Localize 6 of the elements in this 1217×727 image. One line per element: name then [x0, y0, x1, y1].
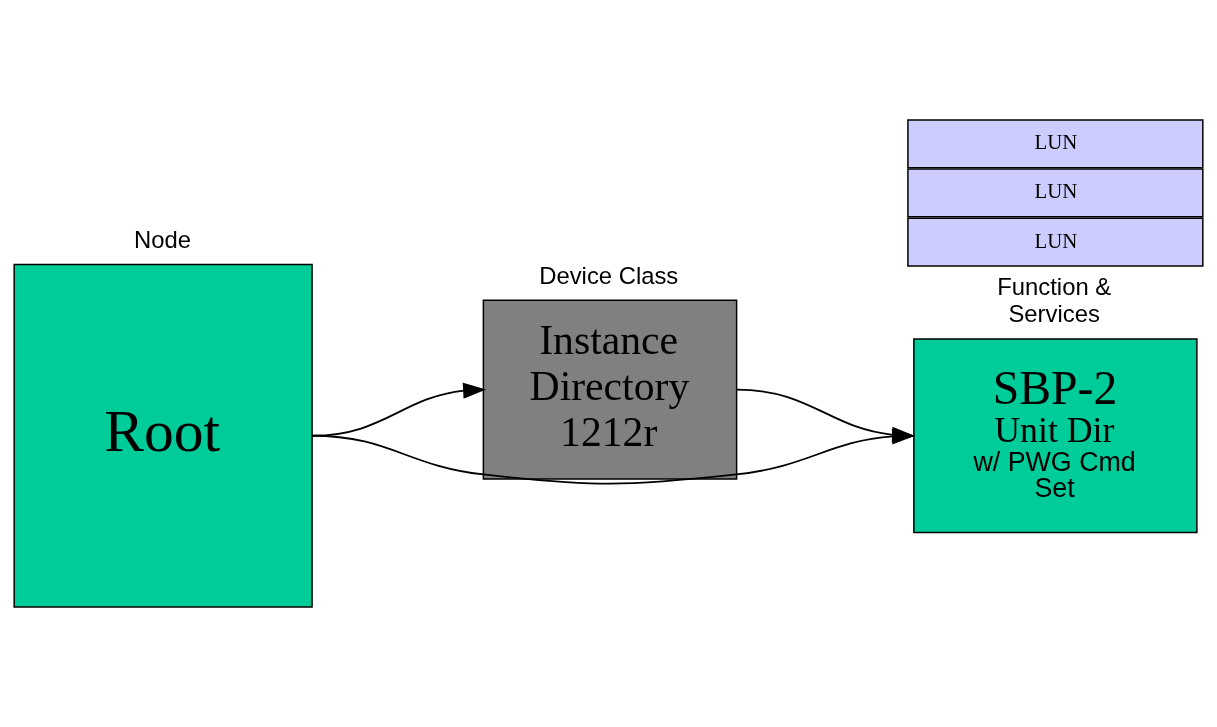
node-label: Device Class [539, 261, 679, 289]
node-box: LUN [907, 168, 1204, 218]
node-box: LUN [907, 217, 1204, 267]
node-box: LUN [907, 119, 1204, 169]
node-label: Function & Services [997, 273, 1112, 328]
node-label: Node [134, 225, 192, 253]
